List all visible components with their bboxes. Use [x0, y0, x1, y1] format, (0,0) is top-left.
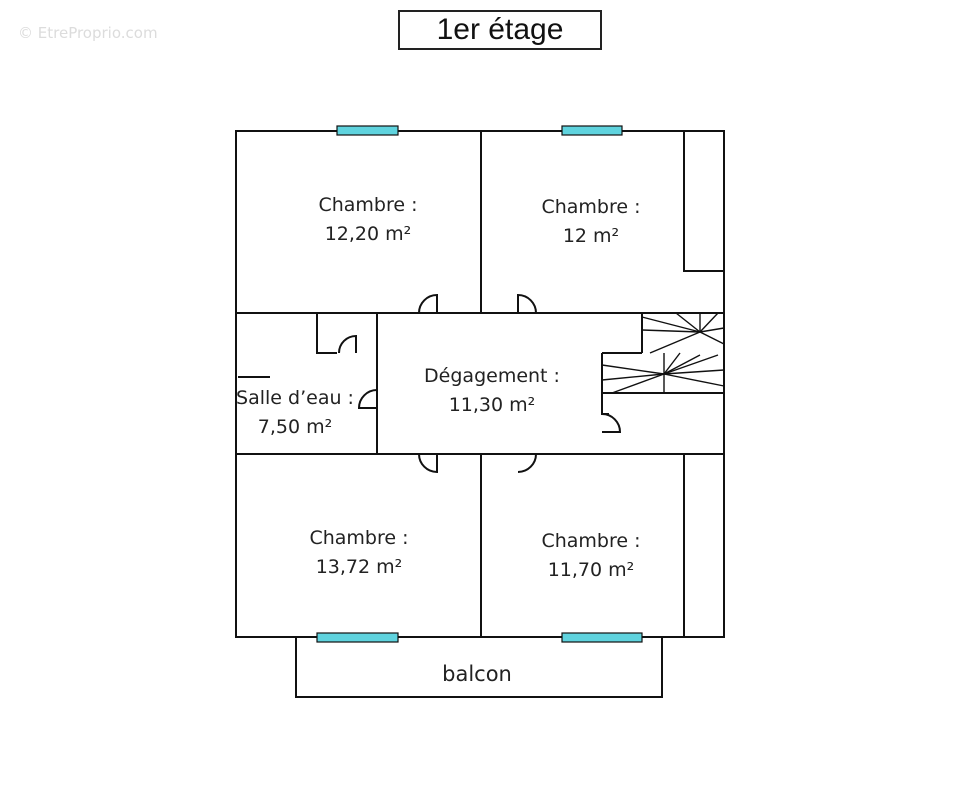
window	[316, 632, 399, 643]
room-area: 7,50 m²	[258, 416, 332, 438]
room-name: Dégagement :	[424, 365, 560, 387]
door-arc	[601, 413, 622, 433]
door-arc	[517, 453, 538, 473]
watermark: © EtreProprio.com	[18, 24, 158, 42]
window	[561, 632, 643, 643]
stair-wall	[601, 353, 609, 415]
door-arc	[418, 293, 438, 314]
window	[336, 125, 399, 136]
room-name: Chambre :	[541, 196, 640, 218]
room-area: 11,70 m²	[548, 559, 635, 581]
window	[561, 125, 623, 136]
door-arc	[338, 334, 357, 354]
balcony-outline	[295, 637, 663, 698]
door-arc	[357, 389, 378, 409]
door-arc	[517, 293, 538, 314]
floor-title: 1er étage	[398, 10, 602, 50]
room-area: 12,20 m²	[325, 223, 412, 245]
room-area: 11,30 m²	[449, 394, 536, 416]
closet-top	[683, 131, 724, 272]
door-arc	[418, 453, 438, 474]
staircase	[601, 312, 725, 394]
room-name: Salle d’eau :	[236, 387, 354, 409]
room-name: Chambre :	[309, 527, 408, 549]
room-area: 12 m²	[563, 225, 619, 247]
room-name: Chambre :	[318, 194, 417, 216]
room-name: Chambre :	[541, 530, 640, 552]
bath-closet	[316, 313, 337, 354]
balcony-label: balcon	[442, 662, 512, 686]
room-area: 13,72 m²	[316, 556, 403, 578]
